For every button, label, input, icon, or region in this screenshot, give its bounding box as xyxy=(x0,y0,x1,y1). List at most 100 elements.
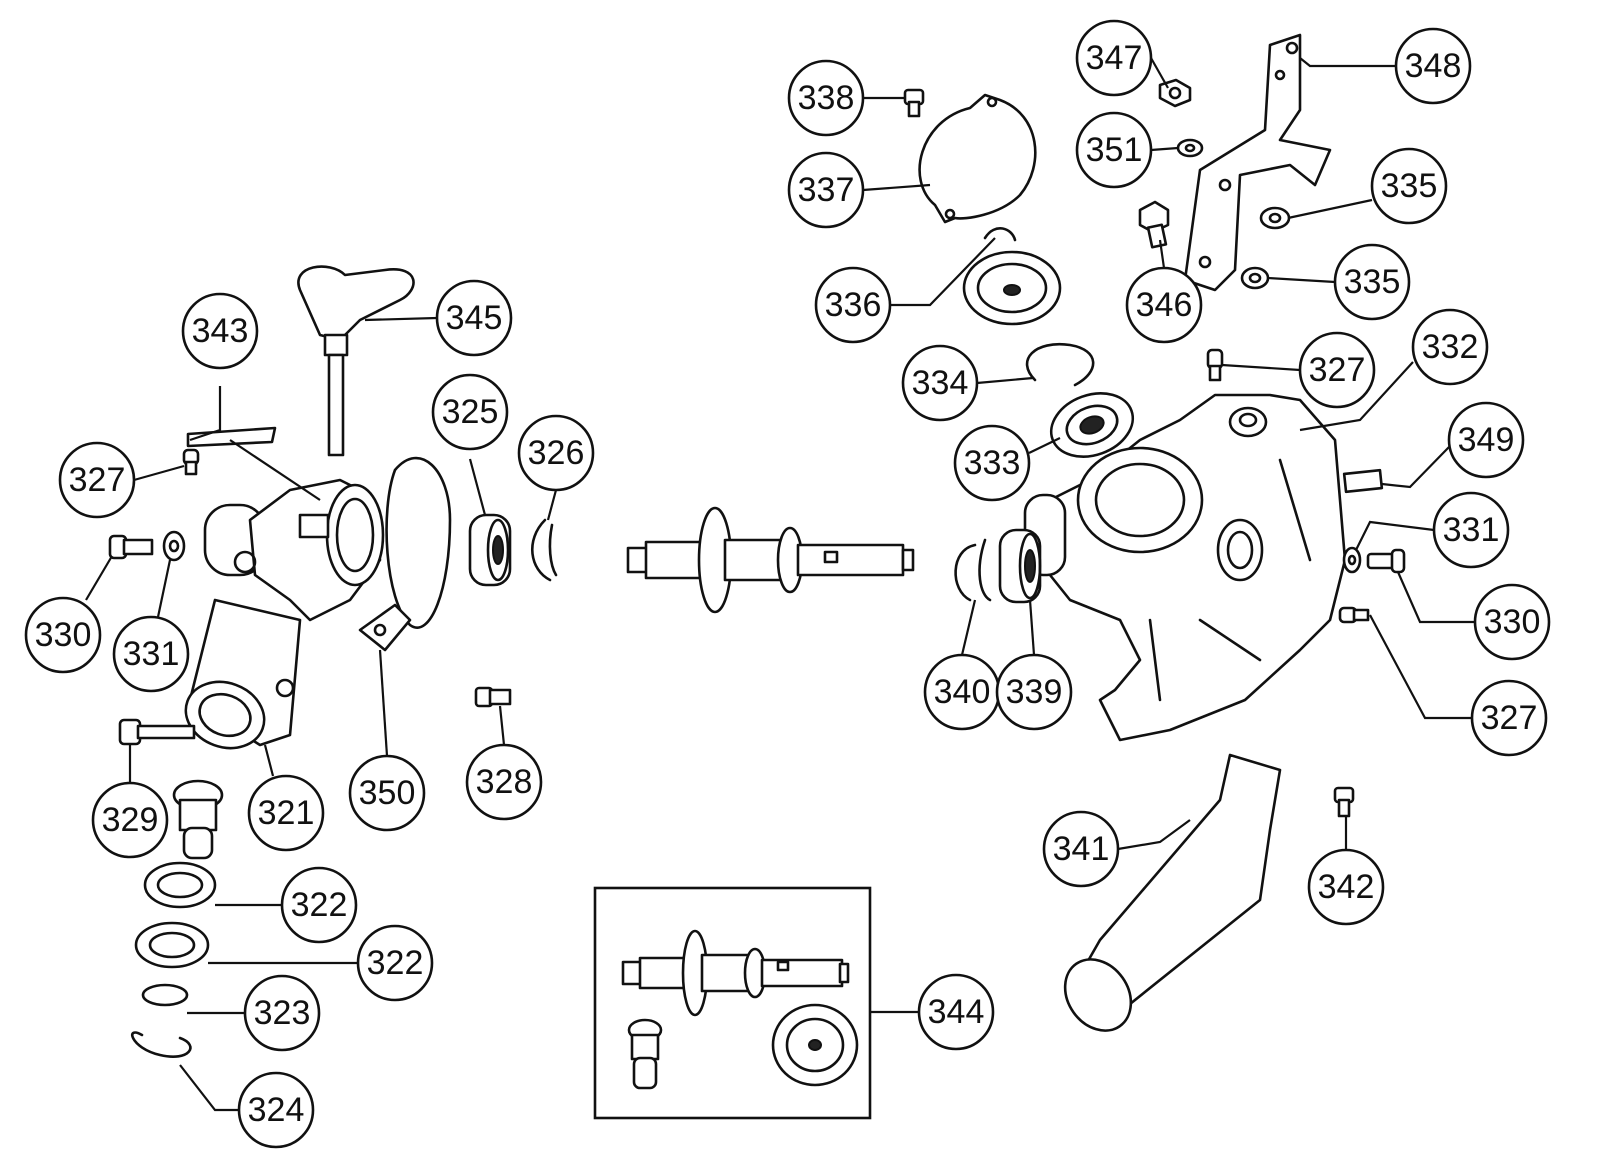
part-327-grease-nipple-right xyxy=(1338,606,1370,624)
part-341-handle xyxy=(1063,753,1282,1032)
svg-text:323: 323 xyxy=(254,994,311,1032)
part-336-clip xyxy=(983,227,1017,242)
callout-335-upper: 335 xyxy=(1370,147,1448,225)
callout-342: 342 xyxy=(1307,848,1385,926)
callout-338: 338 xyxy=(787,59,865,137)
part-324-circlip xyxy=(131,1031,192,1058)
callout-322-upper: 322 xyxy=(280,866,358,944)
callout-329: 329 xyxy=(91,781,169,859)
part-323-ring xyxy=(141,983,189,1007)
callout-323: 323 xyxy=(243,974,321,1052)
part-333-bearing xyxy=(1049,392,1135,458)
svg-text:331: 331 xyxy=(1443,511,1500,549)
callout-327-right-bottom: 327 xyxy=(1470,679,1548,757)
part-326-circlip xyxy=(531,518,558,582)
callout-328: 328 xyxy=(465,743,543,821)
callout-330-left: 330 xyxy=(24,596,102,674)
svg-text:350: 350 xyxy=(359,774,416,812)
part-drive-shaft xyxy=(626,506,915,614)
svg-text:333: 333 xyxy=(964,444,1021,482)
callout-334: 334 xyxy=(901,344,979,422)
part-346-bolt xyxy=(1138,200,1170,249)
callout-327-left: 327 xyxy=(58,441,136,519)
svg-text:342: 342 xyxy=(1318,868,1375,906)
part-332-gear-housing xyxy=(1023,393,1347,742)
callout-347: 347 xyxy=(1075,19,1153,97)
svg-text:329: 329 xyxy=(102,801,159,839)
callout-331-left: 331 xyxy=(112,615,190,693)
part-345-t-knob xyxy=(297,265,415,457)
callout-322-lower: 322 xyxy=(356,924,434,1002)
callout-331-right: 331 xyxy=(1432,491,1510,569)
part-342-screw xyxy=(1333,786,1355,818)
svg-text:339: 339 xyxy=(1006,673,1063,711)
part-350-gasket xyxy=(358,456,452,652)
svg-text:351: 351 xyxy=(1086,131,1143,169)
part-330-screw-right xyxy=(1366,548,1406,574)
part-321-gear-housing xyxy=(184,478,385,750)
callout-339: 339 xyxy=(995,653,1073,731)
svg-text:327: 327 xyxy=(69,461,126,499)
svg-text:341: 341 xyxy=(1053,830,1110,868)
svg-text:348: 348 xyxy=(1405,47,1462,85)
part-329-bolt xyxy=(118,718,196,746)
svg-text:328: 328 xyxy=(476,763,533,801)
part-349-key xyxy=(1342,468,1384,494)
svg-text:346: 346 xyxy=(1136,286,1193,324)
part-328-screw xyxy=(474,686,512,708)
part-327-grease-nipple-left xyxy=(182,448,200,476)
svg-text:337: 337 xyxy=(798,171,855,209)
svg-text:325: 325 xyxy=(442,393,499,431)
callout-348: 348 xyxy=(1394,27,1472,105)
part-cover-disc xyxy=(962,250,1062,326)
svg-text:338: 338 xyxy=(798,79,855,117)
callout-343: 343 xyxy=(181,292,259,370)
callout-332: 332 xyxy=(1411,308,1489,386)
svg-text:336: 336 xyxy=(825,286,882,324)
callout-330-right: 330 xyxy=(1473,583,1551,661)
part-335-washer-b xyxy=(1240,266,1270,290)
callout-333: 333 xyxy=(953,424,1031,502)
svg-text:327: 327 xyxy=(1309,351,1366,389)
svg-text:349: 349 xyxy=(1458,421,1515,459)
callout-346: 346 xyxy=(1125,266,1203,344)
svg-text:321: 321 xyxy=(258,794,315,832)
svg-text:335: 335 xyxy=(1381,167,1438,205)
callout-350: 350 xyxy=(348,754,426,832)
part-325-bearing xyxy=(468,513,512,587)
svg-text:335: 335 xyxy=(1344,263,1401,301)
part-337-gasket xyxy=(918,93,1037,224)
callout-326: 326 xyxy=(517,414,595,492)
svg-text:332: 332 xyxy=(1422,328,1479,366)
part-340-circlip xyxy=(954,538,992,602)
svg-text:343: 343 xyxy=(192,312,249,350)
svg-text:345: 345 xyxy=(446,299,503,337)
callout-341: 341 xyxy=(1042,810,1120,888)
svg-text:322: 322 xyxy=(291,886,348,924)
part-339-bearing xyxy=(998,528,1042,604)
callout-349: 349 xyxy=(1447,401,1525,479)
svg-text:330: 330 xyxy=(35,616,92,654)
svg-text:334: 334 xyxy=(912,364,969,402)
part-327-grease-nipple-top xyxy=(1206,348,1224,382)
callout-337: 337 xyxy=(787,151,865,229)
svg-text:347: 347 xyxy=(1086,39,1143,77)
callout-324: 324 xyxy=(237,1071,315,1149)
part-338-screw xyxy=(903,88,925,118)
part-348-bracket xyxy=(1183,33,1332,292)
part-331-washer-right xyxy=(1342,546,1362,574)
callout-340: 340 xyxy=(923,653,1001,731)
callout-344: 344 xyxy=(917,973,995,1051)
part-330-screw-left xyxy=(108,534,154,560)
svg-text:327: 327 xyxy=(1481,699,1538,737)
callout-321: 321 xyxy=(247,774,325,852)
callout-351: 351 xyxy=(1075,111,1153,189)
part-351-washer xyxy=(1176,138,1204,158)
part-322-bearing-b xyxy=(134,921,210,969)
svg-text:331: 331 xyxy=(123,635,180,673)
part-322-bearing-a xyxy=(143,861,217,909)
part-331-washer-left xyxy=(162,530,186,562)
part-335-washer-a xyxy=(1259,206,1291,230)
callout-335-lower: 335 xyxy=(1333,243,1411,321)
